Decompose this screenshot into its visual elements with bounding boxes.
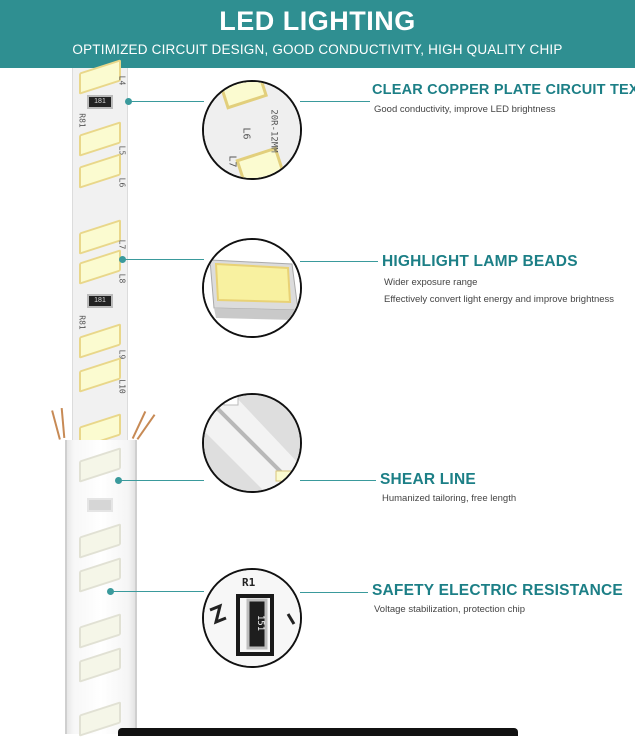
led-chip [79,219,121,255]
feature-desc-resistance: Voltage stabilization, protection chip [374,604,526,615]
led-chip [79,613,121,649]
resistor-chip: 181 [87,95,113,109]
pointer-dot [125,98,132,105]
strip-label-r81: R81 [77,315,87,330]
closeup-label-l7: L7 [226,155,238,168]
feature-desc-lamp-beads-2: Effectively convert light energy and imp… [384,294,615,305]
feature-desc-shear-line: Humanized tailoring, free length [382,493,517,504]
strip-label-l6: L6 [117,177,127,188]
bottom-edge-bar [118,728,518,736]
led-chip [79,701,121,737]
strip-label-l10: L10 [117,379,127,394]
led-chip [79,357,121,393]
led-chip [79,647,121,683]
wire-right [136,414,156,440]
pointer-line [300,101,370,102]
header-banner: LED LIGHTING OPTIMIZED CIRCUIT DESIGN, G… [0,0,635,68]
closeup-resistor: R1 151 [202,568,302,668]
pointer-line [130,101,204,102]
silicone-casing [65,440,137,737]
strip-label-r81: R81 [77,113,87,128]
closeup-shear-line [202,393,302,493]
feature-title-lamp-beads: HIGHLIGHT LAMP BEADS [382,253,578,270]
pointer-line [124,259,204,260]
resistor-chip: 181 [87,294,113,308]
pointer-dot [119,256,126,263]
led-chip [79,557,121,593]
pointer-line [300,261,378,262]
closeup-circuit-text: L6 L7 20R-12MM [202,80,302,180]
pointer-dot [115,477,122,484]
closeup-resistor-code: 151 [255,614,266,632]
led-strip: L4 181 R81 L5 L6 L7 L8 181 R81 L9 L10 [72,59,128,449]
feature-desc-lamp-beads-1: Wider exposure range [384,277,478,288]
lamp-bead-graphic [204,240,300,336]
led-chip [79,523,121,559]
closeup-label-code: 20R-12MM [268,109,279,153]
led-chip [79,249,121,285]
strip-label-l8: L8 [117,273,127,284]
feature-title-resistance: SAFETY ELECTRIC RESISTANCE [372,582,623,599]
page-title: LED LIGHTING [219,6,416,36]
closeup-label-r1: R1 [242,576,256,589]
led-chip [79,153,121,189]
circuit-closeup-graphic [204,82,300,178]
closeup-label-l6: L6 [240,127,252,140]
wire-left [60,407,66,439]
feature-desc-copper: Good conductivity, improve LED brightnes… [374,104,556,115]
feature-title-copper: CLEAR COPPER PLATE CIRCUIT TEXT [372,82,635,98]
pointer-line [112,591,204,592]
pointer-line [300,480,376,481]
resistor-closeup-graphic [204,570,300,666]
resistor-chip [87,498,113,512]
pointer-line [120,480,204,481]
feature-title-shear-line: SHEAR LINE [380,471,476,488]
wire-left [51,410,61,440]
pointer-line [300,592,368,593]
pointer-dot [107,588,114,595]
strip-label-l4: L4 [117,75,127,86]
shear-line-graphic [204,395,300,491]
closeup-lamp-bead [202,238,302,338]
strip-label-l7: L7 [117,239,127,250]
page-subtitle: OPTIMIZED CIRCUIT DESIGN, GOOD CONDUCTIV… [72,42,563,57]
